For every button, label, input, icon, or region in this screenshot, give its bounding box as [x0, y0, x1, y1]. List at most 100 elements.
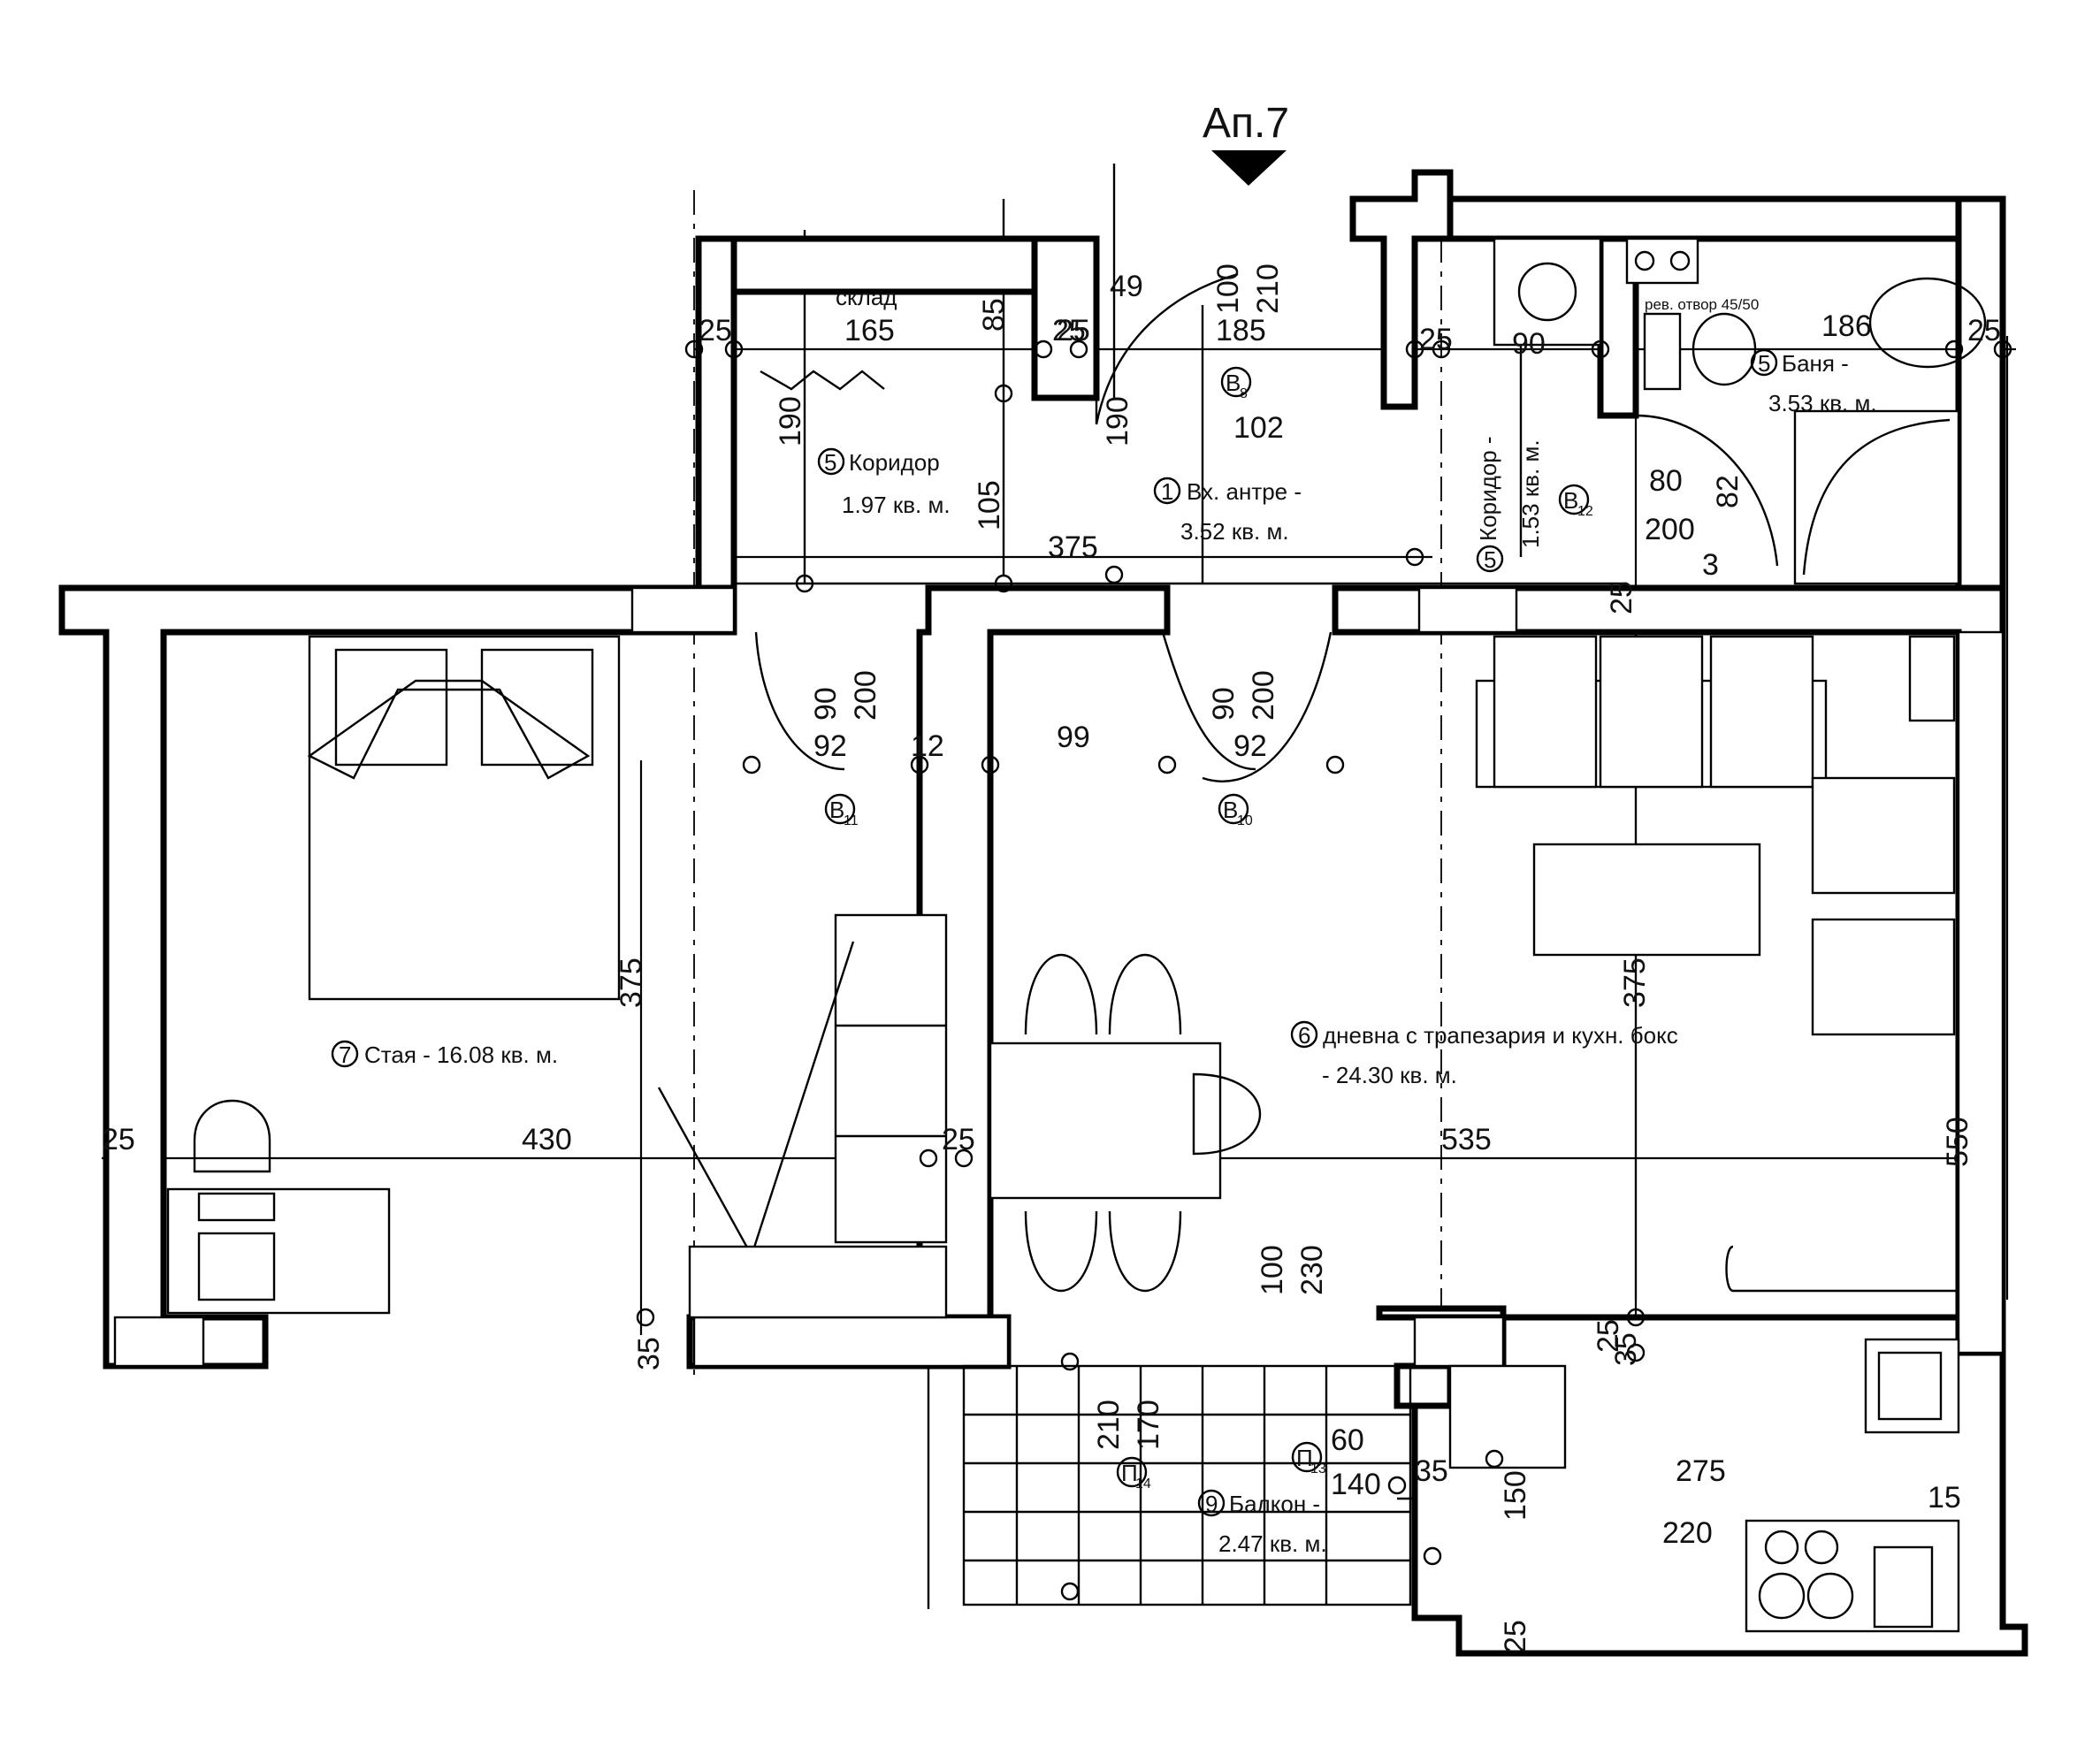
door-swings — [754, 272, 1779, 782]
svg-text:90: 90 — [1207, 687, 1241, 721]
armchair — [1811, 776, 1956, 895]
coffee-table — [1532, 843, 1761, 957]
door-tag-number: 8 — [1240, 386, 1248, 401]
room-corridor-area: 1.97 кв. м. — [842, 492, 951, 518]
svg-text:200: 200 — [1247, 670, 1280, 721]
svg-text:375: 375 — [1048, 530, 1098, 564]
room-balcony-area: 2.47 кв. м. — [1218, 1530, 1327, 1557]
svg-text:25: 25 — [1499, 1620, 1532, 1653]
svg-text:92: 92 — [1233, 729, 1267, 763]
door-tag-letter: П — [1121, 1460, 1138, 1486]
room-corridor-number-circle — [817, 447, 845, 476]
room-bedroom-number-circle — [331, 1040, 359, 1068]
svg-text:200: 200 — [849, 670, 882, 721]
room-entrance-number-circle — [1153, 477, 1181, 505]
door-tag-number: 11 — [844, 813, 859, 828]
boiler — [1448, 1364, 1567, 1469]
svg-text:25: 25 — [1967, 314, 2001, 347]
svg-text:35: 35 — [1609, 1332, 1643, 1366]
apartment-title: Ап.7 — [1203, 100, 1289, 147]
door-tag-letter: B — [1226, 370, 1241, 396]
door-tag-letter: B — [829, 797, 844, 823]
room-entrance-name: Вх. антре - — [1187, 478, 1302, 505]
svg-text:220: 220 — [1662, 1516, 1713, 1550]
svg-text:150: 150 — [1499, 1470, 1532, 1521]
svg-text:105: 105 — [973, 480, 1006, 530]
svg-text:550: 550 — [1941, 1117, 1974, 1167]
room-labels: склад 5 Коридор 1.97 кв. м. 1 Вх. антре … — [331, 284, 1877, 1557]
svg-text:3: 3 — [1702, 548, 1719, 582]
bath-note: рев. отвор 45/50 — [1645, 296, 1759, 313]
svg-text:210: 210 — [1251, 263, 1285, 314]
svg-text:49: 49 — [1110, 270, 1143, 303]
door-tag-letter: П — [1296, 1445, 1313, 1471]
svg-text:25: 25 — [942, 1123, 975, 1156]
dining-table — [989, 1042, 1222, 1200]
room-balcony-number-circle — [1197, 1489, 1226, 1517]
armchair — [1811, 918, 1956, 1036]
room-entrance-area: 3.52 кв. м. — [1180, 518, 1289, 545]
room-storage-name: склад — [836, 284, 897, 310]
svg-text:185: 185 — [1216, 314, 1266, 347]
room-entrance-number: 1 — [1161, 478, 1173, 505]
svg-text:25: 25 — [1052, 314, 1086, 347]
room-bath-name: Баня - — [1782, 350, 1849, 377]
svg-text:25: 25 — [1057, 314, 1090, 347]
svg-text:186: 186 — [1821, 309, 1872, 343]
room-balcony-number: 9 — [1205, 1491, 1218, 1517]
svg-text:375: 375 — [1618, 958, 1652, 1008]
door-tag-number: 12 — [1577, 504, 1593, 519]
room-living-area: - 24.30 кв. м. — [1322, 1062, 1457, 1088]
svg-text:275: 275 — [1676, 1454, 1726, 1488]
bathtub — [1793, 409, 1960, 585]
room-living-number-circle — [1290, 1020, 1318, 1049]
svg-text:82: 82 — [1711, 475, 1745, 508]
svg-text:90: 90 — [1512, 327, 1546, 361]
svg-text:99: 99 — [1057, 721, 1090, 754]
door-tag-letter: B — [1223, 797, 1238, 823]
svg-text:100: 100 — [1211, 263, 1245, 314]
door-tag-number: 13 — [1310, 1461, 1326, 1476]
svg-text:25: 25 — [1419, 323, 1453, 356]
svg-text:85: 85 — [977, 298, 1011, 332]
door-tags: B 8 B 12 B 11 B 10 П 14 П 13 — [824, 366, 1593, 1492]
room-bedroom-number: 7 — [339, 1042, 351, 1068]
svg-text:25: 25 — [699, 314, 732, 347]
svg-text:60: 60 — [1331, 1423, 1364, 1457]
svg-text:430: 430 — [522, 1123, 572, 1156]
room-living-number: 6 — [1298, 1022, 1310, 1049]
svg-text:210: 210 — [1092, 1400, 1126, 1450]
axis-markers — [636, 340, 2012, 1601]
svg-text:92: 92 — [813, 729, 847, 763]
entrance-arrow-icon — [1211, 150, 1287, 186]
room-corridor2-number: 5 — [1484, 546, 1496, 573]
room-bath-area: 3.53 кв. м. — [1768, 390, 1877, 416]
svg-text:35: 35 — [1415, 1454, 1448, 1488]
balcony — [962, 1364, 1412, 1606]
wardrobe — [834, 913, 948, 1244]
svg-text:25: 25 — [1605, 581, 1638, 614]
room-bath-number: 5 — [1758, 350, 1770, 377]
svg-text:230: 230 — [1295, 1245, 1329, 1295]
svg-text:170: 170 — [1132, 1400, 1165, 1450]
svg-text:25: 25 — [1592, 1319, 1625, 1353]
svg-text:200: 200 — [1645, 513, 1695, 546]
room-corridor-number: 5 — [824, 449, 836, 476]
svg-text:102: 102 — [1233, 411, 1284, 445]
svg-text:90: 90 — [809, 687, 843, 721]
shower — [1493, 237, 1602, 347]
door-tag-number: 10 — [1237, 813, 1253, 828]
svg-text:535: 535 — [1441, 1123, 1492, 1156]
svg-text:190: 190 — [774, 396, 807, 446]
room-corridor2-area: 1.53 кв. м. — [1517, 439, 1544, 548]
svg-text:190: 190 — [1101, 396, 1134, 446]
door-tag-number: 14 — [1135, 1476, 1151, 1492]
room-bath-number-circle — [1750, 348, 1778, 377]
room-corridor-name: Коридор — [849, 449, 940, 476]
door-tag-letter: B — [1563, 487, 1578, 514]
svg-text:100: 100 — [1256, 1245, 1289, 1295]
svg-text:15: 15 — [1928, 1481, 1961, 1515]
room-living-name: дневна с трапезария и кухн. бокс — [1323, 1022, 1678, 1049]
svg-text:375: 375 — [615, 958, 648, 1008]
